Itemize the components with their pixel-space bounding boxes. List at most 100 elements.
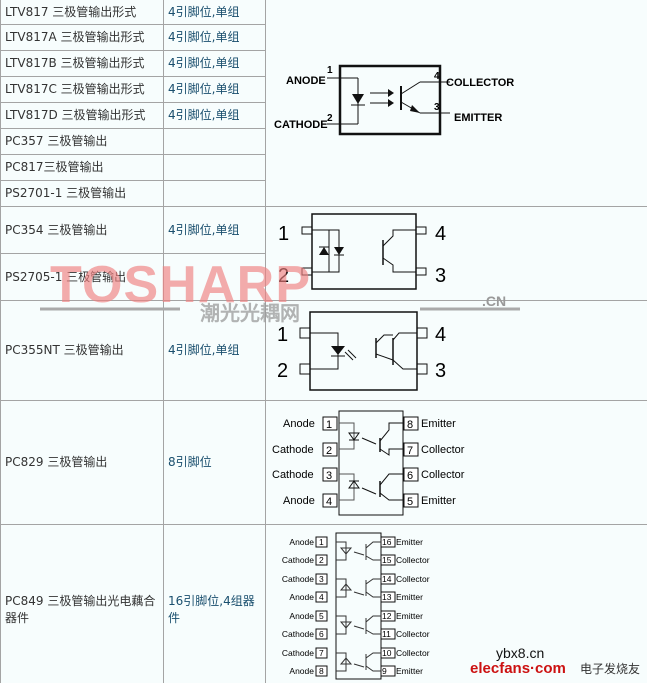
svg-text:4: 4 bbox=[435, 223, 446, 245]
svg-text:Cathode: Cathode bbox=[282, 648, 314, 658]
pins-text: 4引脚位,单组 bbox=[168, 56, 240, 70]
model-text: PC354 三极管输出 bbox=[5, 222, 108, 237]
model-cell: PC357 三极管输出 bbox=[0, 129, 164, 155]
svg-text:5: 5 bbox=[407, 496, 413, 508]
svg-text:2: 2 bbox=[277, 360, 288, 382]
pc354-schematic: 1 2 4 3 bbox=[278, 213, 446, 290]
model-text: PS2701-1 三极管输出 bbox=[5, 186, 127, 200]
transistor-icon bbox=[382, 229, 416, 247]
svg-text:7: 7 bbox=[407, 445, 413, 457]
model-cell: PC849 三极管输出光电藕合器件 bbox=[0, 525, 164, 683]
led-icon bbox=[334, 247, 344, 255]
svg-text:6: 6 bbox=[407, 470, 413, 482]
svg-text:Collector: Collector bbox=[421, 444, 465, 456]
svg-text:Cathode: Cathode bbox=[272, 444, 314, 456]
svg-text:4: 4 bbox=[319, 592, 324, 602]
svg-text:14: 14 bbox=[382, 574, 392, 584]
model-cell: PS2701-1 三极管输出 bbox=[0, 181, 164, 207]
pins-cell: 4引脚位,单组 bbox=[164, 103, 266, 129]
svg-text:10: 10 bbox=[382, 648, 392, 658]
svg-text:Cathode: Cathode bbox=[282, 574, 314, 584]
svg-text:3: 3 bbox=[326, 470, 332, 482]
svg-text:Cathode: Cathode bbox=[282, 629, 314, 639]
svg-text:13: 13 bbox=[382, 592, 392, 602]
pins-cell: 4引脚位,单组 bbox=[164, 207, 266, 254]
model-text: LTV817D 三极管输出形式 bbox=[5, 108, 146, 122]
svg-text:7: 7 bbox=[319, 648, 324, 658]
pins-text: 4引脚位,单组 bbox=[168, 30, 240, 44]
svg-text:8: 8 bbox=[319, 666, 324, 676]
pins-cell bbox=[164, 129, 266, 155]
model-text: PC849 三极管输出光电藕合器件 bbox=[5, 593, 156, 625]
model-cell: PC354 三极管输出 bbox=[0, 207, 164, 254]
model-cell: LTV817A 三极管输出形式 bbox=[0, 25, 164, 51]
svg-text:1: 1 bbox=[319, 537, 324, 547]
led-icon bbox=[319, 247, 329, 255]
svg-text:Emitter: Emitter bbox=[396, 592, 423, 602]
svg-text:4: 4 bbox=[434, 71, 440, 82]
model-text: LTV817A 三极管输出形式 bbox=[5, 30, 145, 44]
svg-text:2: 2 bbox=[327, 113, 333, 124]
svg-text:Cathode: Cathode bbox=[282, 555, 314, 565]
svg-text:5: 5 bbox=[319, 611, 324, 621]
svg-text:Collector: Collector bbox=[396, 629, 430, 639]
svg-text:4: 4 bbox=[435, 324, 446, 346]
transistor-icon bbox=[375, 334, 393, 344]
svg-text:9: 9 bbox=[382, 666, 387, 676]
svg-text:1: 1 bbox=[326, 419, 332, 431]
svg-text:Collector: Collector bbox=[421, 469, 465, 481]
pins-text: 4引脚位,单组 bbox=[168, 108, 240, 122]
pins-cell: 16引脚位,4组器件 bbox=[164, 525, 266, 683]
svg-text:2: 2 bbox=[278, 265, 289, 287]
model-cell: LTV817 三极管输出形式 bbox=[0, 0, 164, 25]
svg-text:Collector: Collector bbox=[396, 574, 430, 584]
svg-text:Emitter: Emitter bbox=[396, 611, 423, 621]
svg-text:1: 1 bbox=[278, 223, 289, 245]
led-icon bbox=[352, 94, 364, 104]
model-cell: PC817三极管输出 bbox=[0, 155, 164, 181]
model-cell: LTV817D 三极管输出形式 bbox=[0, 103, 164, 129]
pins-cell: 8引脚位 bbox=[164, 401, 266, 525]
transistor-icon bbox=[400, 81, 421, 95]
ltv817-schematic: ANODE 1 CATHODE 2 4 COLLECTOR 3 EMITTER bbox=[270, 58, 520, 144]
led-icon bbox=[331, 346, 345, 355]
svg-text:Emitter: Emitter bbox=[421, 418, 456, 430]
pins-cell: 4引脚位,单组 bbox=[164, 25, 266, 51]
model-text: PC355NT 三极管输出 bbox=[5, 343, 124, 357]
model-cell: PC829 三极管输出 bbox=[0, 401, 164, 525]
pins-cell: 4引脚位,单组 bbox=[164, 0, 266, 25]
pins-cell bbox=[164, 181, 266, 207]
pins-text: 4引脚位,单组 bbox=[168, 4, 240, 19]
svg-text:Emitter: Emitter bbox=[396, 666, 423, 676]
svg-text:1: 1 bbox=[277, 324, 288, 346]
svg-text:3: 3 bbox=[319, 574, 324, 584]
svg-text:Anode: Anode bbox=[289, 611, 314, 621]
svg-text:16: 16 bbox=[382, 537, 392, 547]
diagram-cell-pc849 bbox=[266, 525, 647, 683]
model-text: PC817三极管输出 bbox=[5, 160, 104, 174]
svg-text:6: 6 bbox=[319, 629, 324, 639]
pins-cell: 4引脚位,单组 bbox=[164, 77, 266, 103]
svg-text:Emitter: Emitter bbox=[396, 537, 423, 547]
model-text: PS2705-1 三极管输出 bbox=[5, 269, 127, 284]
svg-text:Emitter: Emitter bbox=[421, 495, 456, 507]
pins-text: 4引脚位,单组 bbox=[168, 82, 240, 96]
pins-cell bbox=[164, 254, 266, 301]
diagram-cell-pc355 bbox=[266, 301, 647, 401]
svg-text:3: 3 bbox=[434, 102, 440, 113]
svg-text:Anode: Anode bbox=[283, 495, 315, 507]
cathode-label: CATHODE bbox=[274, 119, 328, 131]
collector-label: COLLECTOR bbox=[446, 77, 514, 89]
svg-text:2: 2 bbox=[319, 555, 324, 565]
pins-cell: 4引脚位,单组 bbox=[164, 51, 266, 77]
emitter-label: EMITTER bbox=[454, 112, 502, 124]
pc355-schematic: 1 2 4 3 bbox=[277, 311, 446, 391]
svg-text:4: 4 bbox=[326, 496, 332, 508]
model-text: LTV817B 三极管输出形式 bbox=[5, 56, 145, 70]
svg-text:Anode: Anode bbox=[289, 592, 314, 602]
model-text: PC829 三极管输出 bbox=[5, 455, 108, 469]
pins-cell: 4引脚位,单组 bbox=[164, 301, 266, 401]
model-text: PC357 三极管输出 bbox=[5, 134, 108, 148]
svg-text:11: 11 bbox=[382, 629, 391, 639]
svg-text:3: 3 bbox=[435, 360, 446, 382]
